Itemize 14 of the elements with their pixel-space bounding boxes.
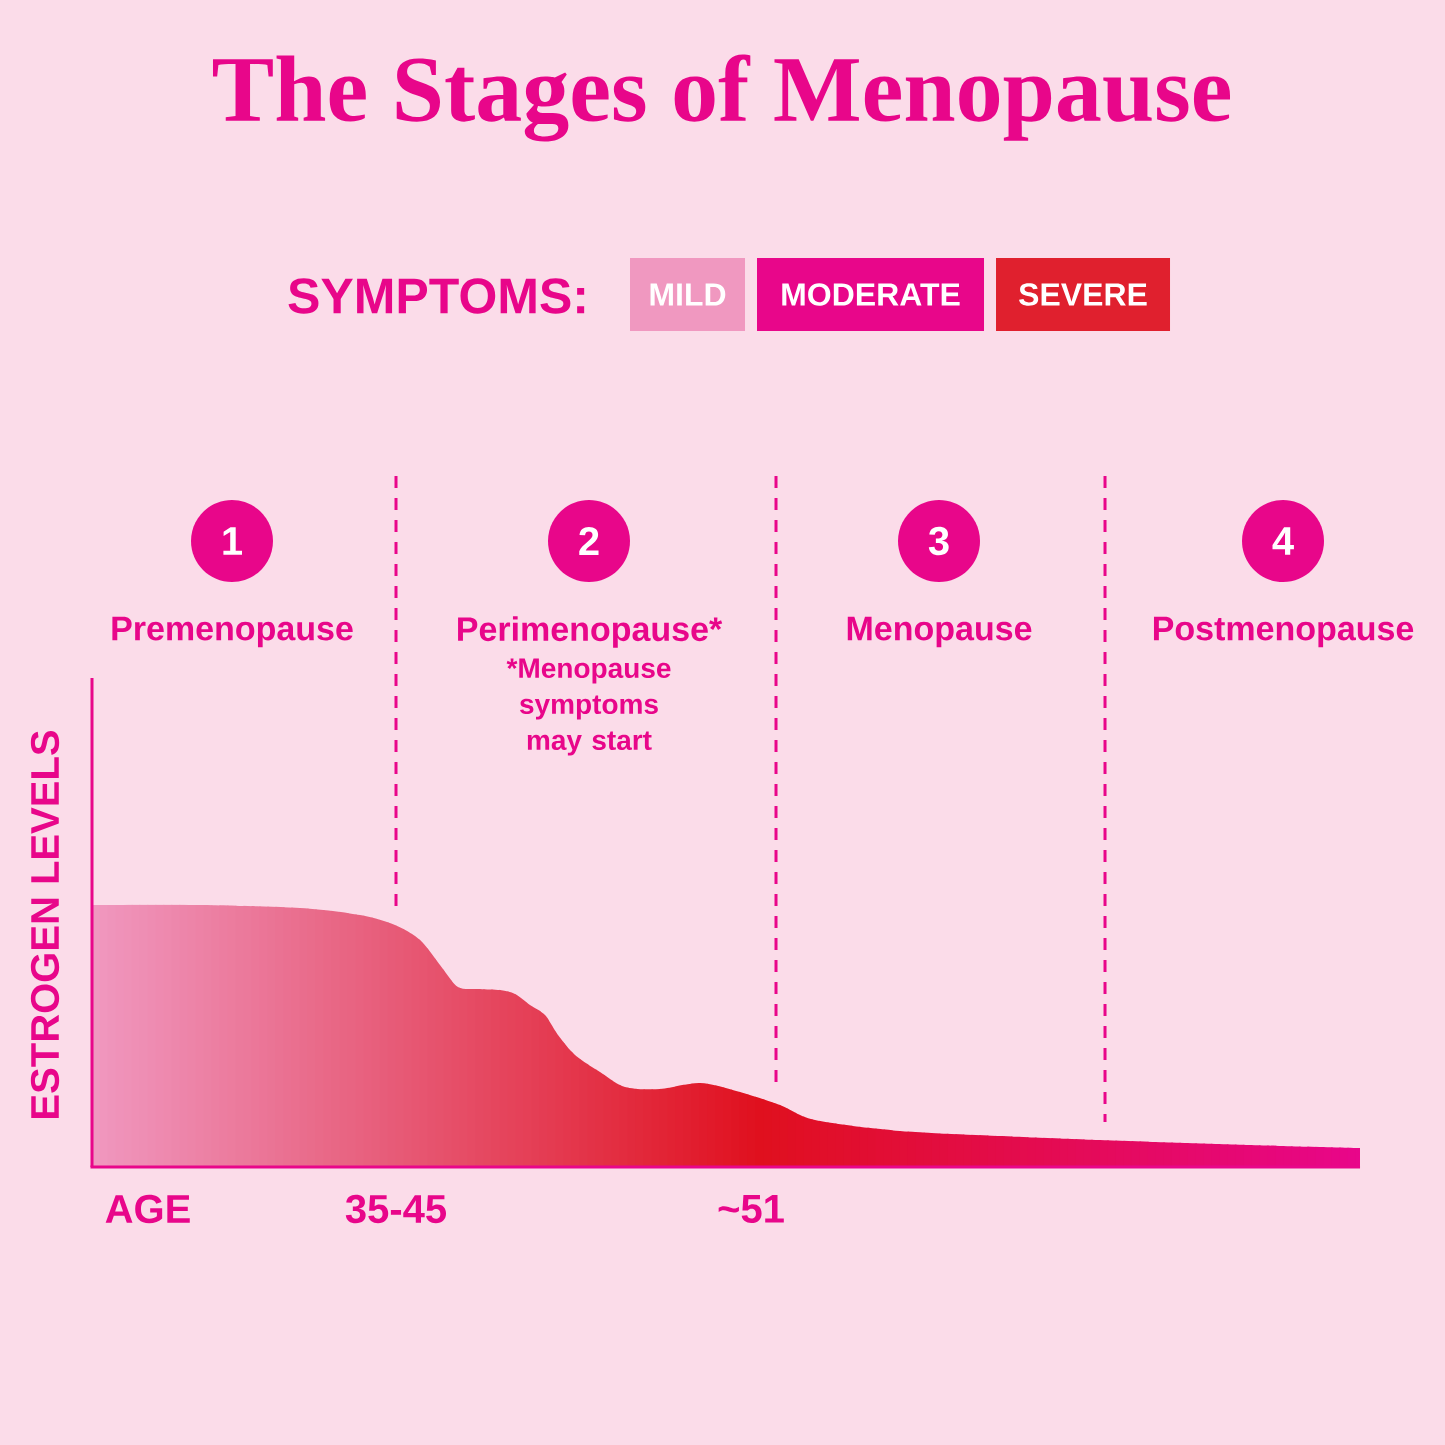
legend-item: SEVERE xyxy=(996,258,1170,331)
axis-label: ESTROGEN LEVELS xyxy=(30,731,60,1118)
age-label: ~51 xyxy=(718,1195,784,1223)
title: The Stages of Menopause xyxy=(213,54,1230,142)
age-label: 35-45 xyxy=(345,1194,446,1224)
legend-item: MODERATE xyxy=(757,258,984,331)
legend-item: MILD xyxy=(630,258,745,331)
axis-label: AGE xyxy=(105,1194,190,1224)
stage-name: Menopause xyxy=(847,616,1032,648)
stage-note: *Menopause symptoms may start xyxy=(506,658,671,756)
stage-name: Premenopause xyxy=(112,616,353,648)
stage-name: Postmenopause xyxy=(1154,616,1414,648)
stage-name: Perimenopause* xyxy=(458,616,723,648)
legend-heading: SYMPTOMS: xyxy=(288,278,585,314)
